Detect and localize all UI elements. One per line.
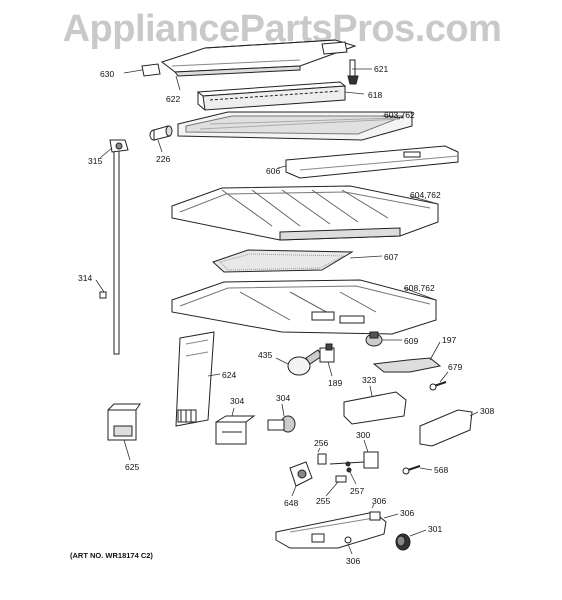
- part-568-screw[interactable]: [402, 465, 421, 475]
- part-609-knob[interactable]: [365, 331, 383, 347]
- part-630-tab[interactable]: [141, 63, 161, 77]
- part-618-rail[interactable]: [196, 81, 347, 111]
- callout-256: 256: [314, 438, 329, 448]
- part-608-shelf[interactable]: [171, 279, 437, 335]
- part-679-screw[interactable]: [429, 381, 447, 391]
- part-304-control[interactable]: [267, 415, 296, 433]
- callout-568: 568: [434, 465, 449, 475]
- part-624-panel[interactable]: [175, 331, 215, 427]
- callout-630: 630: [100, 69, 115, 79]
- callout-624: 624: [222, 370, 237, 380]
- part-435-bulb[interactable]: [287, 349, 323, 376]
- callout-608: 608,762: [404, 283, 435, 293]
- callout-300: 300: [356, 430, 371, 440]
- part-622-light-shield[interactable]: [160, 39, 357, 77]
- part-606-cover[interactable]: [285, 145, 459, 179]
- part-189-socket[interactable]: [319, 343, 335, 363]
- callout-435: 435: [258, 350, 273, 360]
- part-607-filter[interactable]: [212, 249, 354, 273]
- callout-607: 607: [384, 252, 399, 262]
- part-226-fitting[interactable]: [149, 125, 173, 141]
- callout-306-a: 306: [372, 496, 387, 506]
- callout-648: 648: [284, 498, 299, 508]
- part-648-switch[interactable]: [289, 453, 327, 487]
- callout-257: 257: [350, 486, 365, 496]
- callout-315: 315: [88, 156, 103, 166]
- callout-603: 603,762: [384, 110, 415, 120]
- callout-304-b: 304: [276, 393, 291, 403]
- part-308-plate[interactable]: [419, 409, 473, 447]
- callout-314: 314: [78, 273, 93, 283]
- callout-609: 609: [404, 336, 419, 346]
- part-upper-bracket[interactable]: [321, 41, 348, 55]
- callout-604: 604,762: [410, 190, 441, 200]
- part-300-connector[interactable]: [329, 451, 379, 469]
- part-304-box[interactable]: [215, 415, 256, 445]
- callout-255: 255: [316, 496, 331, 506]
- callout-679: 679: [448, 362, 463, 372]
- callout-622: 622: [166, 94, 181, 104]
- part-604-pan-cover[interactable]: [171, 185, 439, 241]
- part-306-control-housing[interactable]: [275, 511, 387, 549]
- callout-301: 301: [428, 524, 443, 534]
- part-323-bracket[interactable]: [343, 391, 407, 425]
- callout-308: 308: [480, 406, 495, 416]
- part-197-harness[interactable]: [372, 357, 442, 373]
- part-603-shelf[interactable]: [177, 111, 413, 141]
- callout-606: 606: [266, 166, 281, 176]
- callout-197: 197: [442, 335, 457, 345]
- part-625-housing[interactable]: [107, 403, 141, 441]
- leader-lines: [95, 68, 479, 555]
- callout-189: 189: [328, 378, 343, 388]
- callout-618: 618: [368, 90, 383, 100]
- part-621-clip[interactable]: [347, 59, 359, 85]
- part-255[interactable]: [335, 475, 347, 483]
- callout-621: 621: [374, 64, 389, 74]
- callout-306-c: 306: [346, 556, 361, 566]
- callout-625: 625: [125, 462, 140, 472]
- part-257[interactable]: [346, 467, 352, 473]
- part-301-knob[interactable]: [395, 533, 411, 551]
- callout-304-a: 304: [230, 396, 245, 406]
- callout-323: 323: [362, 375, 377, 385]
- callout-306-b: 306: [400, 508, 415, 518]
- part-314-rod[interactable]: [99, 139, 129, 355]
- art-number: (ART NO. WR18174 C2): [70, 551, 153, 560]
- callout-226: 226: [156, 154, 171, 164]
